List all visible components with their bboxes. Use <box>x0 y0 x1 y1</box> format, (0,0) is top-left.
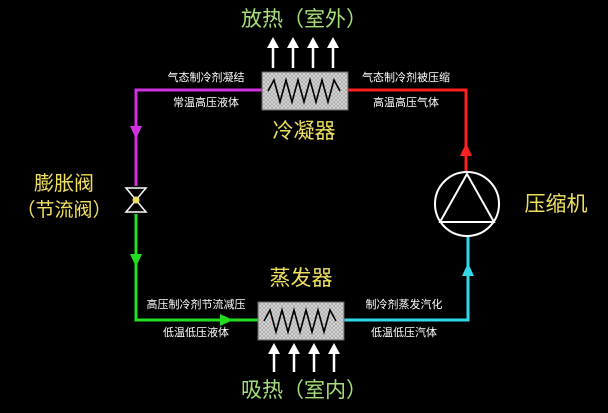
evaporator-left-lower: 低温低压液体 <box>163 325 229 339</box>
condenser-label: 冷凝器 <box>273 119 336 143</box>
condenser-right-lower: 高温高压气体 <box>373 95 439 109</box>
condenser-right-upper: 气态制冷剂被压缩 <box>362 70 450 84</box>
compressor-symbol <box>434 171 500 237</box>
bottom-caption: 吸热（室内） <box>241 378 367 402</box>
heat-arrow-up <box>327 37 339 68</box>
pipe-high-pressure-liquid <box>130 88 262 186</box>
heat-arrow-up <box>267 37 279 68</box>
compressor-label: 压缩机 <box>525 192 588 216</box>
heat-arrow-up <box>287 37 299 68</box>
heat-absorb-arrows <box>268 343 340 372</box>
expansion-valve-alt-label: （节流阀） <box>16 199 111 221</box>
pipe-hot-gas <box>348 88 472 172</box>
expansion-valve-label: 膨胀阀 <box>34 171 94 195</box>
pipe-low-pressure-liquid <box>130 214 258 326</box>
evaporator-right-upper: 制冷剂蒸发汽化 <box>366 297 443 311</box>
expansion-valve-symbol <box>124 187 148 213</box>
heat-arrow-up <box>328 343 340 372</box>
evaporator-coil <box>257 301 345 341</box>
top-caption: 放热（室外） <box>241 7 367 31</box>
evaporator-label: 蒸发器 <box>270 266 333 290</box>
condenser-coil <box>261 71 349 111</box>
heat-arrow-up <box>288 343 300 372</box>
condenser-left-upper: 气态制冷剂凝结 <box>168 70 245 84</box>
heat-release-arrows <box>267 37 339 68</box>
pipe-low-pressure-vapor <box>344 236 474 322</box>
heat-arrow-up <box>307 37 319 68</box>
heat-arrow-up <box>268 343 280 372</box>
condenser-left-lower: 常温高压液体 <box>173 95 239 109</box>
evaporator-left-upper: 高压制冷剂节流减压 <box>147 297 246 311</box>
evaporator-right-lower: 低温低压汽体 <box>371 325 437 339</box>
heat-arrow-up <box>308 343 320 372</box>
